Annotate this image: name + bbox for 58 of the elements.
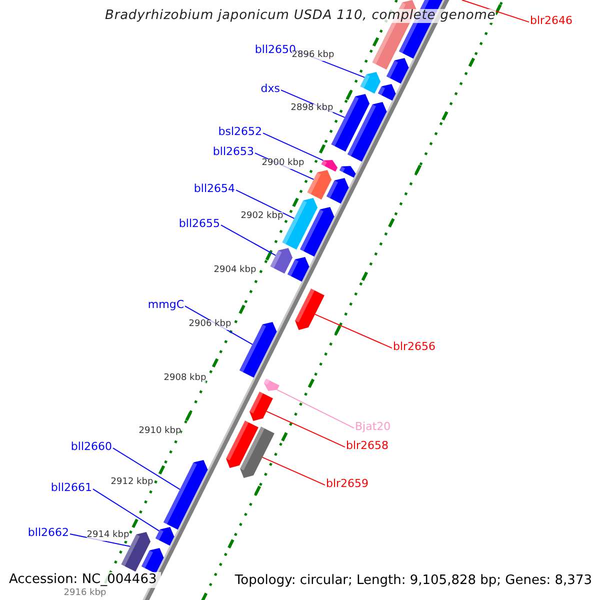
gene-label: bsl2652 [218, 126, 262, 138]
scale-label: 2902 kbp [240, 212, 284, 222]
scale-label: 2896 kbp [292, 51, 334, 61]
leader-line [236, 190, 295, 219]
scale-label: 2904 kbp [214, 266, 256, 276]
gene-block [386, 58, 409, 84]
gene-label: bll2655 [178, 218, 220, 230]
leader-line [92, 488, 160, 532]
gene-block [240, 426, 274, 478]
leader-line [220, 224, 276, 256]
gene-label: blr2656 [393, 341, 436, 354]
gene-label: mmgC [148, 299, 184, 312]
gene-block [339, 166, 356, 178]
gene-label: bll2654 [194, 183, 235, 196]
gene-block [295, 288, 324, 330]
gene-block [307, 170, 332, 200]
gene-label: bll2660 [70, 441, 112, 454]
scale-label: 2912 kbp [110, 478, 154, 488]
gene-label: Bjat20 [355, 421, 391, 434]
gene-block [300, 207, 334, 257]
scale-label: 2910 kbp [138, 427, 182, 437]
gene-label: dxs [260, 83, 280, 96]
leader-line [462, 0, 530, 23]
gene-label: blr2659 [326, 478, 369, 490]
gene-label: blr2646 [530, 15, 573, 28]
gene-block [326, 178, 349, 204]
leader-line [262, 132, 324, 161]
scale-label: 2898 kbp [290, 104, 334, 114]
gene-block [270, 248, 292, 274]
gene-block [331, 94, 370, 152]
scale-label: 2914 kbp [86, 531, 130, 541]
gene-block [287, 257, 310, 282]
gene-block [155, 527, 174, 546]
gene-block [163, 460, 208, 530]
leader-line [314, 314, 392, 349]
scale-label: 2906 kbp [188, 320, 232, 330]
gene-block [282, 198, 318, 250]
leader-line [262, 456, 326, 486]
gene-label: bll2653 [212, 146, 254, 158]
scale-label: 2908 kbp [164, 374, 206, 384]
gene-block [250, 392, 273, 421]
scale-label: 2916 kbp [64, 589, 106, 599]
gene-label: bll2662 [28, 527, 69, 540]
leader-line [276, 389, 354, 429]
gene-block [360, 72, 380, 94]
gene-block [378, 84, 396, 101]
gene-label: bll2661 [50, 482, 92, 494]
gene-block [226, 420, 258, 468]
leader-line [266, 410, 346, 448]
gene-label: blr2658 [346, 440, 389, 452]
scale-label: 2900 kbp [262, 159, 304, 169]
gene-block [321, 160, 338, 172]
gene-block [141, 548, 164, 574]
leader-line [112, 448, 180, 490]
gene-block [347, 102, 387, 162]
gene-block [239, 322, 277, 378]
gene-block [264, 378, 280, 391]
summary-label: Topology: circular; Length: 9,105,828 bp; Genes: 8,373 [234, 574, 592, 588]
